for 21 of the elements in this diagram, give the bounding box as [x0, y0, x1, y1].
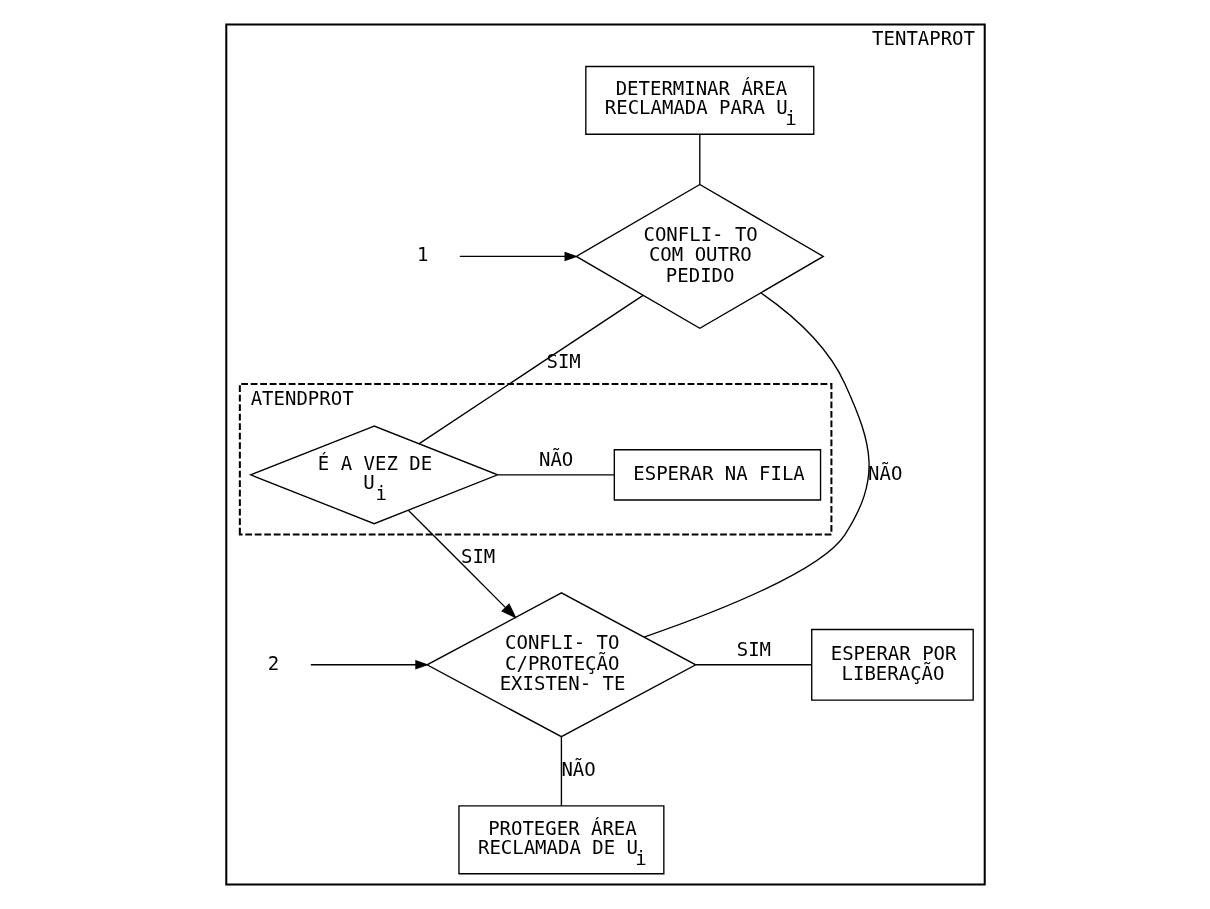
edge-label: NÃO — [538, 447, 573, 470]
node-box: ESPERAR POR LIBERAÇÃO — [810, 628, 974, 701]
connector — [418, 294, 644, 445]
arrow — [458, 251, 578, 262]
edge-label: SIM — [460, 545, 495, 568]
node-text: 2 — [267, 651, 279, 674]
node-text: 1 — [416, 243, 428, 266]
arrow — [407, 509, 517, 619]
edge-label: NÃO — [867, 461, 902, 484]
edge-label: SIM — [545, 349, 581, 372]
connector — [698, 133, 700, 186]
node-diamond: CONFLI- TO C/PROTEÇÃO EXISTEN- TE — [425, 592, 697, 738]
edge-label: NÃO — [560, 758, 596, 781]
connector — [560, 736, 562, 807]
connector — [496, 474, 615, 476]
node-box: ESPERAR NA FILA — [613, 449, 821, 501]
connector — [642, 292, 870, 638]
arrow — [309, 660, 429, 670]
node-diamond: CONFLI- TO COM OUTRO PEDIDO — [574, 183, 825, 330]
edge-label: SIM — [736, 637, 771, 660]
connector — [694, 664, 812, 666]
